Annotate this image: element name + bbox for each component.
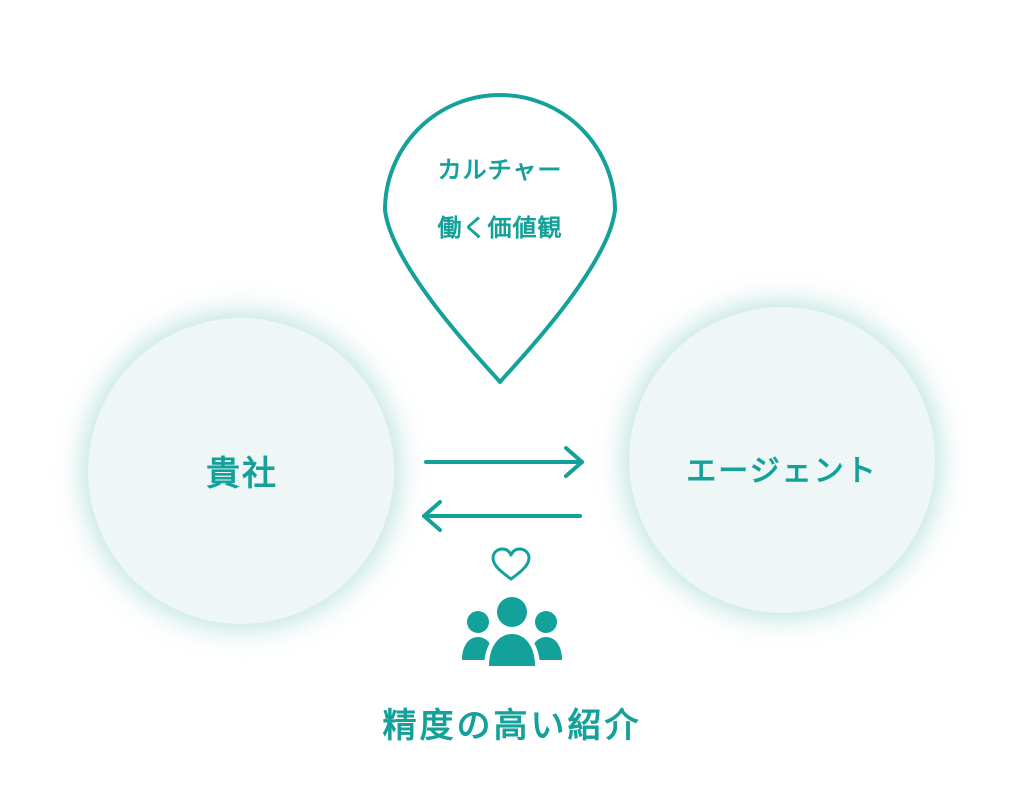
bidirectional-arrows-icon [422,446,584,532]
arrow-left-head [422,500,442,532]
people-group-icon [462,593,562,668]
arrow-right-head [564,446,584,478]
pin-text-values: 働く価値観 [437,214,563,242]
company-circle [88,318,394,624]
agent-label: エージェント [686,454,878,489]
company-label: 貴社 [206,454,278,494]
agent-circle [629,307,935,613]
pin-text-culture: カルチャー [437,156,563,184]
caption: 精度の高い紹介 [382,706,642,746]
heart-icon [491,547,531,581]
location-pin-icon [383,93,617,384]
